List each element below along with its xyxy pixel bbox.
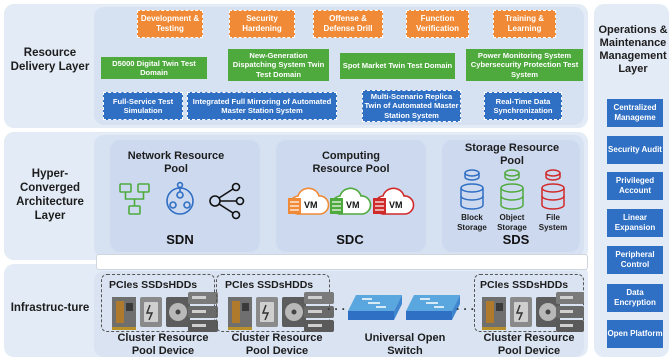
- ops-peripheral-control: Peripheral Control: [607, 246, 663, 274]
- device-heading-3: PCIes SSDsHDDs: [480, 279, 569, 291]
- dispatching-twin-domain-box: New-Generation Dispatching System Twin T…: [228, 49, 329, 81]
- device-caption-3: Cluster Resource Pool Device: [483, 332, 575, 357]
- device-caption-2: Cluster Resource Pool Device: [231, 332, 323, 357]
- realtime-sync-box: Real-Time Data Synchronization: [484, 92, 562, 120]
- ops-security-audit: Security Audit: [607, 136, 663, 164]
- cybersecurity-test-system-box: Power Monitoring System Cybersecurity Pr…: [466, 49, 583, 81]
- sdn-label: SDN: [166, 232, 194, 247]
- ops-linear-expansion: Linear Expansion: [607, 209, 663, 237]
- ssd-icon: [256, 297, 278, 327]
- block-storage-label: Block Storage: [457, 213, 487, 232]
- vm-label-2: VM: [346, 200, 360, 210]
- switch-icon-2: [404, 293, 462, 323]
- storage-icons: [452, 166, 576, 214]
- vm-orange-icon: [288, 187, 330, 215]
- file-system-label: File System: [538, 213, 568, 232]
- pcie-card-icon: [112, 297, 136, 330]
- ops-centralized-management: Centralized Manageme: [607, 99, 663, 127]
- network-pool-title: Network Resource Pool: [127, 150, 225, 175]
- hdd-icon: [282, 297, 306, 327]
- network-topology-icon: [119, 183, 150, 215]
- block-storage-icon: [460, 169, 484, 210]
- sdc-label: SDC: [336, 232, 364, 247]
- hdd-icon: [536, 297, 560, 327]
- device-icons-3: [480, 293, 588, 331]
- vm-red-icon: [373, 187, 415, 215]
- training-learning-box: Training & Learning: [493, 10, 556, 38]
- ops-privileged-account: Privileged Account: [607, 172, 663, 200]
- ssd-icon: [510, 297, 532, 327]
- network-pool: [110, 140, 260, 252]
- branch-share-icon: [209, 182, 245, 220]
- full-service-simulation-box: Full-Service Test Simulation: [103, 92, 183, 120]
- pcie-card-icon: [482, 297, 506, 330]
- spot-market-twin-domain-box: Spot Market Twin Test Domain: [340, 53, 455, 79]
- ops-layer-title: Operations & Maintenance Management Laye…: [598, 24, 668, 75]
- ellipsis-right: · · ·: [456, 302, 475, 316]
- sds-label: SDS: [502, 232, 530, 247]
- device-heading-2: PCIes SSDsHDDs: [225, 279, 314, 291]
- users-group-icon: [166, 181, 194, 215]
- hdd-icon: [166, 297, 190, 327]
- vm-label-1: VM: [304, 200, 318, 210]
- storage-pool-title: Storage Resource Pool: [464, 142, 560, 167]
- ops-open-platform: Open Platform: [607, 320, 663, 348]
- device-caption-1: Cluster Resource Pool Device: [117, 332, 209, 357]
- server-stack-icon-1: [186, 290, 220, 334]
- security-hardening-box: Security Hardening: [229, 10, 295, 38]
- ssd-icon: [140, 297, 162, 327]
- vm-icons: [282, 184, 422, 220]
- server-stack-icon-2: [302, 290, 336, 334]
- file-system-icon: [541, 169, 565, 210]
- infra-layer-label: Infrastruc-ture: [10, 302, 90, 314]
- device-icons-1: [110, 293, 218, 331]
- separator-bar: [96, 254, 588, 270]
- switch-caption: Universal Open Switch: [364, 332, 446, 357]
- vm-label-3: VM: [389, 200, 403, 210]
- switch-icon-1: [346, 293, 404, 323]
- d5000-twin-domain-box: D5000 Digital Twin Test Domain: [101, 57, 207, 79]
- computing-pool-title: Computing Resource Pool: [312, 150, 390, 175]
- development-testing-box: Development & Testing: [137, 10, 203, 38]
- pcie-card-icon: [228, 297, 252, 330]
- full-mirroring-box: Integrated Full Mirroring of Automated M…: [187, 92, 337, 120]
- offense-defense-drill-box: Offense & Defense Drill: [313, 10, 383, 38]
- ops-data-encryption: Data Encryption: [607, 284, 663, 312]
- hyper-layer-label: Hyper-Converged Architecture Layer: [16, 168, 84, 222]
- device-icons-2: [226, 293, 334, 331]
- storage-pool: [442, 140, 580, 252]
- replica-twin-box: Multi-Scenario Replica Twin of Automated…: [362, 90, 461, 122]
- server-stack-icon-3: [554, 290, 586, 334]
- sdn-icons: [118, 180, 248, 220]
- delivery-layer-label: Resource Delivery Layer: [10, 47, 90, 73]
- device-heading-1: PCIes SSDsHDDs: [109, 279, 198, 291]
- object-storage-icon: [500, 169, 524, 210]
- object-storage-label: Object Storage: [497, 213, 527, 232]
- ellipsis-left: · · ·: [327, 302, 346, 316]
- vm-green-icon: [330, 187, 372, 215]
- function-verification-box: Function Verification: [406, 10, 469, 38]
